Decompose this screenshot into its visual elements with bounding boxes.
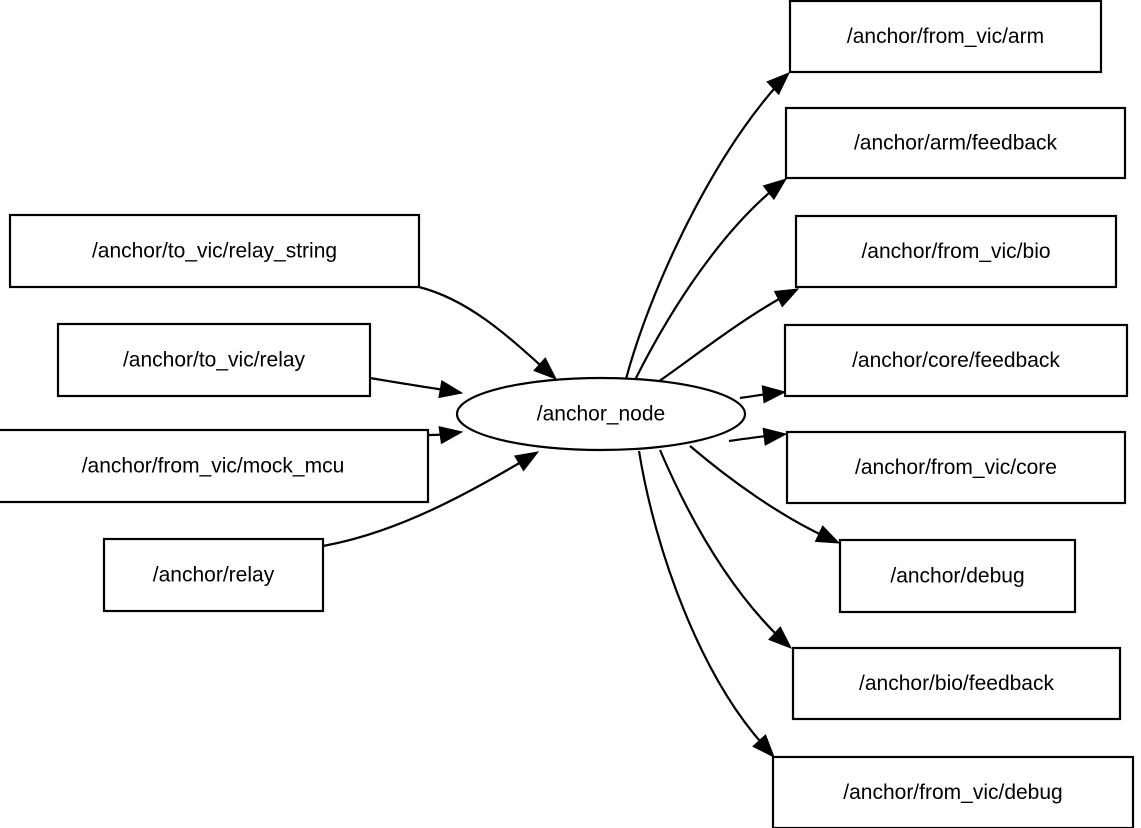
edge-anchor-node-to-anchor-arm-feedback-arrowhead <box>762 178 788 201</box>
edges-layer <box>322 72 841 759</box>
node-box-anchor-from-vic-mock-mcu[interactable] <box>0 428 430 504</box>
edge-anchor-node-to-anchor-from-vic-arm <box>624 81 781 380</box>
node-box-anchor-from-vic-bio[interactable] <box>794 214 1118 289</box>
node-label-anchor-from-vic-mock-mcu: /anchor/from_vic/mock_mcu <box>82 455 345 478</box>
publisher-node-anchor-to-vic-relay[interactable]: /anchor/to_vic/relay <box>56 322 372 398</box>
edge-anchor-to-vic-relay-string-to-anchor-node-arrowhead <box>533 357 558 380</box>
node-box-anchor-debug[interactable] <box>838 538 1077 614</box>
edge-anchor-node-to-anchor-from-vic-debug-arrowhead <box>752 734 775 759</box>
edge-anchor-node-to-anchor-from-vic-debug <box>637 450 767 749</box>
node-box-anchor-to-vic-relay[interactable] <box>56 322 372 398</box>
edge-anchor-relay-to-anchor-node-arrowhead <box>513 451 540 472</box>
subscriber-node-anchor-from-vic-bio[interactable]: /anchor/from_vic/bio <box>794 214 1118 289</box>
node-label-anchor-relay: /anchor/relay <box>153 564 275 587</box>
node-ellipse-anchor-node[interactable] <box>455 376 747 452</box>
edge-anchor-node-to-anchor-debug-arrowhead <box>814 525 841 544</box>
edge-anchor-to-vic-relay-to-anchor-node-arrowhead <box>438 380 464 399</box>
node-box-anchor-to-vic-relay-string[interactable] <box>8 213 421 289</box>
subscriber-node-anchor-bio-feedback[interactable]: /anchor/bio/feedback <box>791 646 1122 721</box>
node-box-anchor-from-vic-arm[interactable] <box>788 0 1103 74</box>
node-label-anchor-debug: /anchor/debug <box>890 565 1024 588</box>
node-label-anchor-from-vic-debug: /anchor/from_vic/debug <box>843 781 1062 804</box>
subscriber-node-anchor-from-vic-core[interactable]: /anchor/from_vic/core <box>785 430 1127 505</box>
edge-anchor-node-to-anchor-bio-feedback-arrowhead <box>768 626 793 649</box>
edge-anchor-relay-to-anchor-node <box>322 457 529 548</box>
edge-anchor-node-to-anchor-from-vic-core-arrowhead <box>762 427 788 446</box>
publisher-node-anchor-to-vic-relay-string[interactable]: /anchor/to_vic/relay_string <box>8 213 421 289</box>
node-label-anchor-to-vic-relay: /anchor/to_vic/relay <box>123 349 306 372</box>
node-box-anchor-core-feedback[interactable] <box>783 323 1129 398</box>
subscriber-node-anchor-from-vic-arm[interactable]: /anchor/from_vic/arm <box>788 0 1103 74</box>
node-box-anchor-from-vic-core[interactable] <box>785 430 1127 505</box>
node-label-anchor-arm-feedback: /anchor/arm/feedback <box>854 132 1058 155</box>
edge-anchor-from-vic-mock-mcu-to-anchor-node-arrowhead <box>438 425 464 445</box>
node-label-anchor-node: /anchor_node <box>537 403 665 426</box>
center-node-anchor-node[interactable]: /anchor_node <box>455 376 747 452</box>
edge-anchor-node-to-anchor-core-feedback-arrowhead <box>761 385 787 404</box>
node-label-anchor-from-vic-core: /anchor/from_vic/core <box>855 456 1057 479</box>
node-box-anchor-relay[interactable] <box>102 537 325 613</box>
node-box-anchor-bio-feedback[interactable] <box>791 646 1122 721</box>
node-box-anchor-from-vic-debug[interactable] <box>771 755 1135 828</box>
edge-anchor-to-vic-relay-to-anchor-node <box>369 376 453 393</box>
publisher-node-anchor-from-vic-mock-mcu[interactable]: /anchor/from_vic/mock_mcu <box>0 428 430 504</box>
node-label-anchor-from-vic-arm: /anchor/from_vic/arm <box>847 25 1044 48</box>
edge-anchor-node-to-anchor-from-vic-bio <box>654 293 789 385</box>
node-label-anchor-to-vic-relay-string: /anchor/to_vic/relay_string <box>92 240 337 263</box>
edge-anchor-node-to-anchor-from-vic-arm-arrowhead <box>766 72 791 96</box>
edge-anchor-node-to-anchor-arm-feedback <box>634 186 777 381</box>
edge-anchor-node-to-anchor-debug <box>689 445 829 539</box>
subscriber-node-anchor-from-vic-debug[interactable]: /anchor/from_vic/debug <box>771 755 1135 828</box>
publisher-node-anchor-relay[interactable]: /anchor/relay <box>102 537 325 613</box>
subscriber-node-anchor-debug[interactable]: /anchor/debug <box>838 538 1077 614</box>
edge-anchor-to-vic-relay-string-to-anchor-node <box>418 285 550 374</box>
node-box-anchor-arm-feedback[interactable] <box>784 106 1127 180</box>
subscriber-node-anchor-arm-feedback[interactable]: /anchor/arm/feedback <box>784 106 1127 180</box>
node-label-anchor-bio-feedback: /anchor/bio/feedback <box>859 672 1054 695</box>
subscriber-node-anchor-core-feedback[interactable]: /anchor/core/feedback <box>783 323 1129 398</box>
edge-anchor-node-to-anchor-bio-feedback <box>658 449 783 641</box>
node-label-anchor-from-vic-bio: /anchor/from_vic/bio <box>861 240 1050 263</box>
node-label-anchor-core-feedback: /anchor/core/feedback <box>852 349 1060 372</box>
edge-anchor-node-to-anchor-from-vic-bio-arrowhead <box>773 288 800 308</box>
